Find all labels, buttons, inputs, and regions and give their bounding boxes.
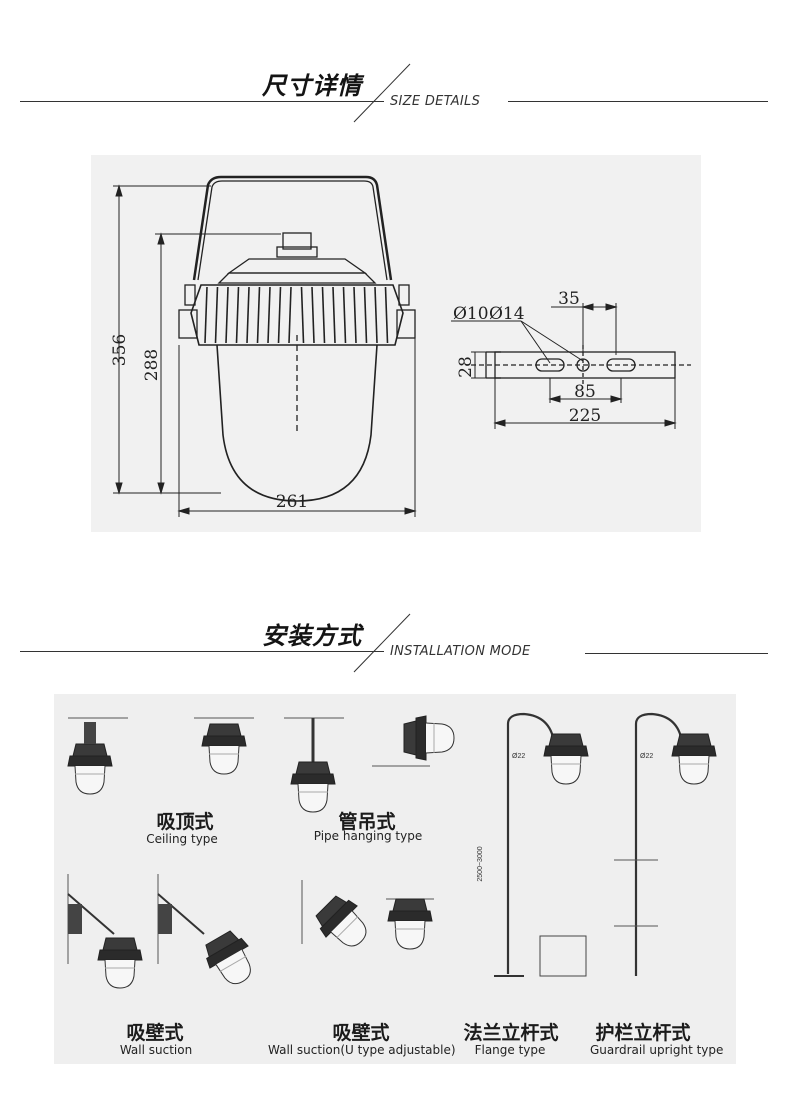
dim-pole-height: 2500~3000 [477, 846, 484, 881]
heat-sink-fin [321, 286, 326, 344]
caption-guardrail-en: Guardrail upright type [590, 1043, 724, 1057]
dim-pipe-flange: Ø22 [512, 753, 525, 760]
header-slash [353, 613, 411, 673]
lamp-dimension-drawing: 356 288 261 [110, 175, 691, 517]
dim-bracket-offset: 35 [558, 289, 580, 309]
heat-sink-fin [225, 286, 229, 344]
caption-ceiling-cn: 吸顶式 [156, 811, 214, 833]
heat-sink-fin [374, 286, 378, 344]
heat-sink-fin [384, 286, 389, 344]
dim-bracket-thickness: 28 [456, 356, 476, 378]
dim-height-body: 288 [142, 349, 162, 381]
heat-sink-fin [311, 286, 315, 344]
header-line-left [20, 101, 384, 102]
caption-pipe-en: Pipe hanging type [313, 829, 423, 843]
caption-wall-u-en: Wall suction(U type adjustable) [268, 1043, 456, 1057]
dim-pipe-guardrail: Ø22 [640, 753, 653, 760]
header-line-right [585, 653, 768, 654]
heat-sink-fin [256, 286, 261, 344]
heat-sink-fin [300, 286, 305, 344]
caption-wall-cn: 吸壁式 [126, 1022, 184, 1044]
install-diagram-panel [54, 694, 736, 1064]
caption-flange-cn: 法兰立杆式 [463, 1022, 559, 1044]
heat-sink-fin [363, 286, 368, 344]
dim-hole-large: Ø14 [489, 304, 525, 324]
section-title-install: 安装方式 [262, 622, 362, 650]
section-title-size: 尺寸详情 [262, 72, 362, 100]
header-line-left [20, 651, 384, 652]
section-subtitle-install: INSTALLATION MODE [390, 644, 531, 659]
caption-wall-u-cn: 吸壁式 [332, 1022, 390, 1044]
header-line-right [508, 101, 768, 102]
install-drawings: 2500~3000 Ø22 Ø22 [67, 712, 717, 993]
dim-hole-spacing: 85 [574, 382, 596, 402]
heat-sink-fin [214, 286, 219, 344]
caption-guardrail-cn: 护栏立杆式 [595, 1022, 691, 1044]
caption-wall-en: Wall suction [119, 1043, 193, 1057]
heat-sink-fin [353, 286, 357, 344]
section-subtitle-size: SIZE DETAILS [390, 94, 481, 109]
heat-sink-fin [246, 286, 250, 344]
caption-pipe-cn: 管吊式 [338, 811, 396, 833]
header-slash [353, 63, 411, 123]
heat-sink-fin [277, 286, 282, 344]
caption-flange-en: Flange type [474, 1043, 546, 1057]
heat-sink-fin [204, 286, 208, 344]
heat-sink-fin [288, 286, 292, 344]
caption-ceiling-en: Ceiling type [146, 832, 218, 846]
dim-height-total: 356 [110, 334, 130, 366]
dim-bracket-length: 225 [569, 406, 601, 426]
dim-width: 261 [276, 492, 308, 512]
heat-sink-fin [267, 286, 271, 344]
heat-sink-fin [235, 286, 240, 344]
heat-sink-fin [342, 286, 347, 344]
heat-sink-fin [332, 286, 336, 344]
dim-hole-small: Ø10 [453, 304, 489, 324]
